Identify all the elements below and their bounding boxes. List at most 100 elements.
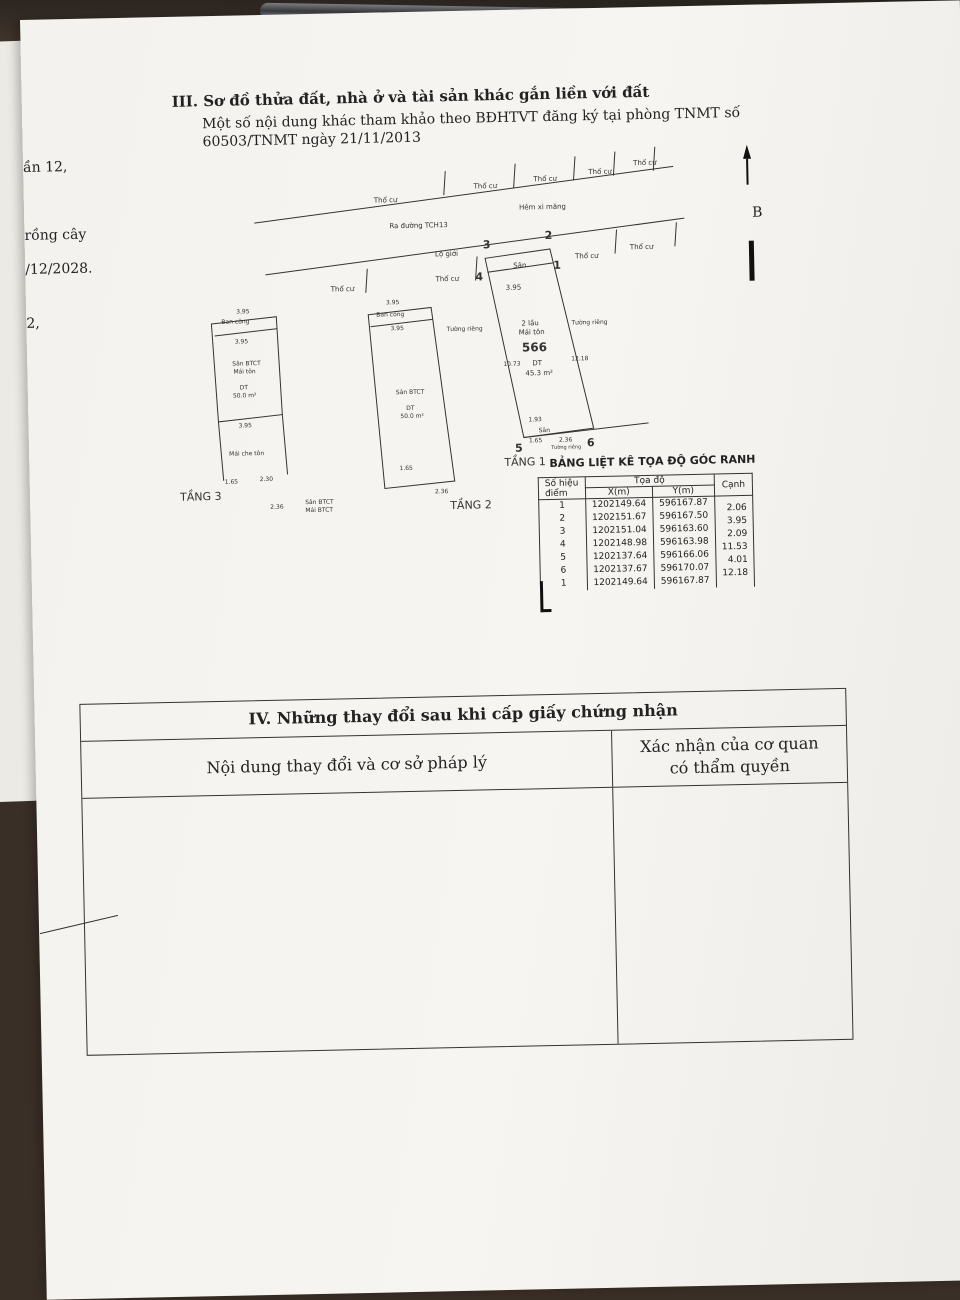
coords-x-5: 1202137.64 <box>592 550 648 563</box>
coords-id-4: 4 <box>559 539 566 550</box>
section-iv-table: IV. Những thay đổi sau khi cấp giấy chứn… <box>79 687 854 1056</box>
coords-table: Số hiệu điểm Tọa độ Cạnh X(m) Y(m) 1 2 3… <box>538 473 756 592</box>
point-2: 2 <box>544 229 552 242</box>
dim-tang3-inner: 3.95 <box>235 338 249 345</box>
point-4: 4 <box>475 270 483 283</box>
label-san-back: Sân <box>539 427 551 434</box>
section-iv-body-row <box>82 783 852 1055</box>
coords-col-canh: 2.06 3.95 2.09 11.53 4.01 12.18 <box>714 495 755 588</box>
label-tho-cu-3: Thổ cư <box>532 174 557 184</box>
section-iii-heading: III. Sơ đồ thửa đất, nhà ở và tài sản kh… <box>171 82 650 111</box>
dim-back-2: 2.36 <box>559 437 573 444</box>
coords-id-1: 1 <box>559 500 566 511</box>
dim-right-side: 12.18 <box>571 355 589 362</box>
label-san-btct-back: Sân BTCT <box>305 499 334 507</box>
label-ban-cong-3: Ban công <box>221 318 249 326</box>
coords-id-3: 3 <box>559 526 566 537</box>
coords-canh-2: 3.95 <box>726 515 748 527</box>
coords-col-y: 596167.87 596167.50 596163.60 596163.98 … <box>652 496 717 589</box>
coords-head-canh: Cạnh <box>713 473 753 497</box>
coords-x-4: 1202148.98 <box>592 537 648 550</box>
coords-canh-4: 11.53 <box>721 541 748 553</box>
coords-id-2: 2 <box>559 513 566 524</box>
dim-tang3-mid: 3.95 <box>238 422 252 429</box>
area-main: 45.3 m² <box>525 369 553 378</box>
dim-tang2-inner: 3.95 <box>390 325 404 332</box>
coords-y-1: 596167.87 <box>659 497 708 509</box>
label-tho-cu-1: Thổ cư <box>373 195 398 205</box>
section-iv-body-left-cell <box>82 787 619 1055</box>
certificate-page: ần 12, rồng cây /12/2028. 2, III. Sơ đồ … <box>20 0 960 1300</box>
dim-tang2-b1: 1.65 <box>399 465 413 472</box>
coords-head-so-hieu-1: Số hiệu <box>544 477 579 489</box>
label-dt-main: DT <box>532 359 543 367</box>
label-tho-cu-9: Thổ cư <box>629 242 654 252</box>
left-fragment-3: /12/2028. <box>25 260 93 278</box>
coords-id-7: 1 <box>560 578 567 589</box>
area-tang3: 50.0 m² <box>233 392 257 400</box>
dim-tang3-b3: 2.36 <box>270 504 284 511</box>
label-san-btct-2: Sân BTCT <box>396 389 425 397</box>
dim-tang3-b2: 2.30 <box>260 476 274 483</box>
left-fragment-4: 2, <box>26 315 40 332</box>
coords-x-7: 1202149.64 <box>593 576 648 589</box>
label-tang-3: TẦNG 3 <box>179 489 222 504</box>
label-ra-duong: Ra đường TCH13 <box>389 221 448 230</box>
label-dt-3: DT <box>240 384 249 391</box>
section-iv-col-right-line2: có thẩm quyền <box>669 756 791 778</box>
parcel-number: 566 <box>522 340 547 355</box>
dim-tang3-top: 3.95 <box>236 308 250 315</box>
label-mai-ton-main: Mái tôn <box>519 328 545 337</box>
label-tho-cu-2: Thổ cư <box>472 181 497 191</box>
label-dt-2: DT <box>406 405 415 412</box>
label-san: Sân <box>513 261 526 269</box>
coords-y-5: 596166.06 <box>660 549 710 561</box>
label-san-btct-3: Sân BTCT <box>232 360 261 368</box>
coords-x-2: 1202151.67 <box>591 511 647 524</box>
area-tang2: 50.0 m² <box>400 413 424 421</box>
coords-col-id: 1 2 3 4 5 6 1 <box>538 498 588 592</box>
section-iv-col-left-header: Nội dung thay đổi và cơ sở pháp lý <box>81 730 614 798</box>
label-tuong-rieng-back: Tường riêng <box>550 443 581 451</box>
label-tang-2: TẦNG 2 <box>449 497 492 512</box>
dim-tang2-b2: 2.36 <box>435 488 449 495</box>
point-1: 1 <box>553 259 561 272</box>
coords-x-1: 1202149.64 <box>591 498 647 511</box>
label-mai-ton-3: Mái tôn <box>233 368 256 375</box>
coords-head-so-hieu: Số hiệu điểm <box>538 476 586 500</box>
label-ban-cong-2: Ban công <box>376 311 404 319</box>
coords-y-3: 596163.60 <box>659 523 709 535</box>
point-6: 6 <box>587 436 595 449</box>
left-fragment-1: ần 12, <box>22 159 68 176</box>
coords-x-6: 1202137.67 <box>593 563 648 576</box>
label-mai-btct-back: Mái BTCT <box>305 507 333 515</box>
section-iv-col-right-header: Xác nhận của cơ quan có thẩm quyền <box>612 726 847 787</box>
point-5: 5 <box>515 442 523 455</box>
coords-id-6: 6 <box>560 565 567 576</box>
coords-y-2: 596167.50 <box>659 510 709 522</box>
label-tuong-rieng-right: Tường riêng <box>570 319 607 327</box>
left-fragment-2: rồng cây <box>24 226 87 244</box>
dim-left-side: 10.73 <box>503 361 521 368</box>
parcel-sketch: Thổ cư Thổ cư Thổ cư Thổ cư Thổ cư Hẻm x… <box>179 146 685 515</box>
label-tang-1: TẦNG 1 <box>503 454 546 469</box>
coords-head-so-hieu-2: điểm <box>544 488 568 499</box>
coords-canh-6: 12.18 <box>722 567 749 579</box>
dim-back-1: 1.65 <box>529 437 543 444</box>
coords-y-6: 596170.07 <box>660 562 710 574</box>
dim-front: 3.95 <box>506 284 522 292</box>
coords-canh-5: 4.01 <box>727 554 748 566</box>
label-tuong-rieng-left: Tường riêng <box>446 325 483 333</box>
label-tho-cu-5: Thổ cư <box>632 158 657 168</box>
label-tho-cu-6: Thổ cư <box>330 284 355 294</box>
corner-mark <box>539 581 552 613</box>
coords-y-7: 596167.87 <box>660 575 710 587</box>
label-lo-gioi: Lộ giới <box>435 250 458 258</box>
point-3: 3 <box>483 238 491 251</box>
section-iv-body-right-cell <box>613 783 852 1044</box>
dim-tang2-top: 3.95 <box>386 299 400 306</box>
dim-inner: 1.93 <box>528 416 542 423</box>
label-tho-cu-8: Thổ cư <box>574 251 599 261</box>
dim-tang3-b1: 1.65 <box>225 479 239 486</box>
coords-canh-1: 2.06 <box>726 502 747 514</box>
